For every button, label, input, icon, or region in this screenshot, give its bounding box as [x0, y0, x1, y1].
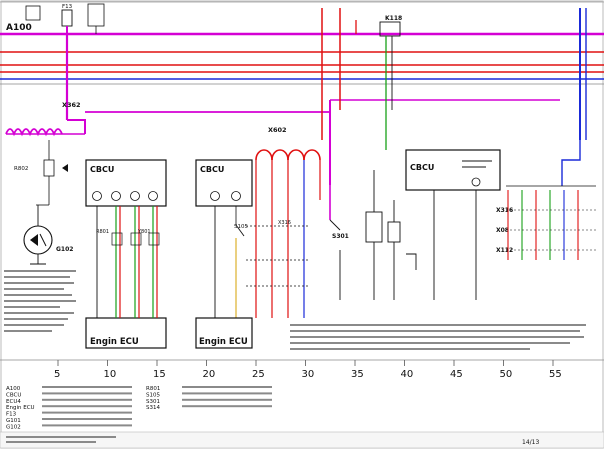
cbcu-right-label: CBCU [410, 163, 434, 172]
cbcu-right-frame [405, 149, 501, 191]
legend-desc-placeholder [42, 418, 132, 420]
legend-code: CBCU [6, 392, 21, 398]
legend-desc-placeholder [42, 424, 132, 427]
cbcu-block-right: CBCU [405, 149, 501, 300]
engin-ecu-mid-frame [195, 317, 253, 349]
footer: 14/13 [0, 431, 604, 449]
legend-desc-placeholder [42, 392, 132, 395]
legend-code: F13 [6, 412, 17, 418]
svg-text:X316: X316 [278, 220, 291, 226]
label-k118: K118 [385, 15, 402, 22]
scale-tick-label: 10 [104, 369, 117, 380]
switch-s105: S105 [234, 206, 248, 318]
central-note-block [290, 324, 586, 350]
scale-tick-label: 20 [203, 369, 216, 380]
label-r802: R802 [14, 166, 28, 172]
cbcu-block-left: CBCU [85, 159, 167, 207]
engin-ecu-left-label: Engin ECU [90, 337, 139, 347]
legend-code: A100 [6, 386, 21, 392]
scale-ticks: 5 10 15 20 25 30 35 40 45 50 55 [54, 360, 562, 380]
legend-code: S105 [146, 392, 160, 398]
label-x316: X316 [496, 207, 513, 214]
scale-tick-label: 25 [252, 369, 265, 380]
legend-code: R801 [146, 386, 160, 392]
cbcu-block-mid: CBCU [195, 159, 253, 207]
scale-tick-label: 5 [54, 369, 60, 380]
tag-a100: A100 [6, 23, 32, 33]
cbcu-mid-label: CBCU [200, 165, 224, 174]
label-x112: X112 [496, 247, 513, 254]
legend-code: Engin ECU [6, 405, 35, 411]
legend-desc-placeholder [182, 398, 272, 401]
coil-symbol [5, 128, 63, 137]
label-f13: F13 [62, 4, 73, 10]
label-x602: X602 [268, 126, 287, 134]
engin-ecu-mid: Engin ECU [195, 206, 253, 349]
legend-code: S301 [146, 399, 160, 405]
label-g102: G102 [56, 246, 73, 253]
scale-tick-label: 15 [153, 369, 166, 380]
svg-text:R801: R801 [96, 229, 109, 235]
legend-desc-placeholder [42, 398, 132, 401]
label-s301: S301 [332, 233, 349, 240]
cbcu-left-frame [85, 159, 167, 207]
scale-row: 5 10 15 20 25 30 35 40 45 50 55 [0, 359, 604, 380]
scale-tick-label: 55 [549, 369, 562, 380]
label-s105: S105 [234, 224, 248, 230]
generator-g102: G102 [23, 205, 73, 265]
footer-page: 14/13 [522, 439, 539, 446]
connector-x602: X602 X316 [246, 126, 321, 318]
legend-desc-placeholder [42, 405, 132, 408]
scale-tick-label: 35 [351, 369, 364, 380]
fuse-f13-area: F13 [25, 3, 105, 34]
legend-desc-placeholder [182, 392, 272, 395]
engin-ecu-mid-label: Engin ECU [199, 337, 248, 347]
relay-k118: K118 [321, 8, 402, 150]
cbcu-mid-frame [195, 159, 253, 207]
power-buses [0, 32, 604, 85]
legend-code: G101 [6, 418, 21, 424]
legend-code: ECU4 [6, 399, 21, 405]
label-x362: X362 [62, 101, 81, 109]
svg-text:Y801: Y801 [137, 229, 151, 235]
legend-desc-placeholder [42, 386, 132, 388]
engin-ecu-left: Engin ECU R801 Y801 [85, 206, 167, 349]
legend-code: G102 [6, 424, 21, 430]
scale-tick-label: 30 [302, 369, 315, 380]
scale-tick-label: 40 [401, 369, 414, 380]
switch-s301: S301 [329, 185, 349, 300]
engin-ecu-left-frame [85, 317, 167, 349]
cbcu-left-label: CBCU [90, 165, 114, 174]
legend-desc-placeholder [182, 405, 272, 408]
legend-desc-placeholder [42, 411, 132, 414]
magenta-wire-system [5, 34, 560, 185]
scale-tick-label: 50 [500, 369, 513, 380]
scale-tick-label: 45 [450, 369, 463, 380]
legend-code: S314 [146, 405, 160, 411]
fuse-x154-box [25, 5, 41, 21]
legend-desc-placeholder [182, 386, 272, 388]
left-note-block [4, 270, 76, 332]
right-connector-area: X316 X08 X112 [496, 8, 596, 260]
relay-cluster [365, 170, 417, 300]
label-x08: X08 [496, 227, 509, 234]
